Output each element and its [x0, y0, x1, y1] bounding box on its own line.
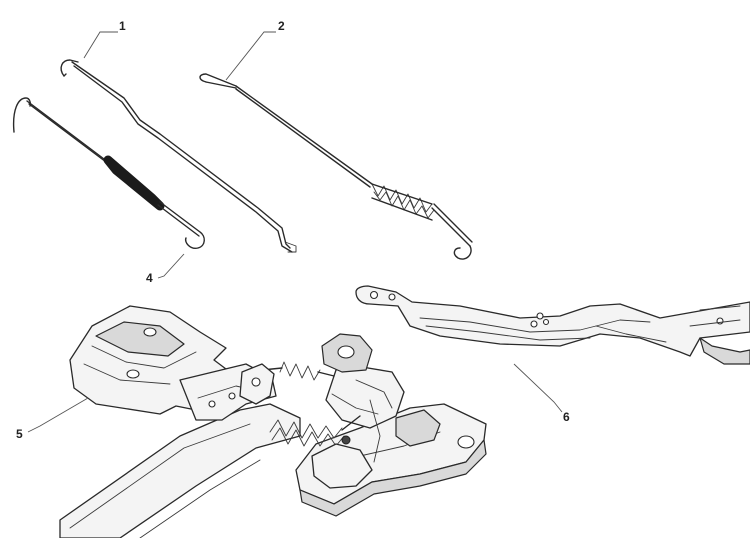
coil-spring	[371, 183, 435, 221]
callout-1: 1	[119, 19, 126, 33]
part-1-rod	[60, 59, 297, 253]
leader-lines	[27, 31, 563, 433]
part-4-spring	[12, 97, 205, 250]
callout-5: 5	[16, 427, 23, 441]
callout-2: 2	[278, 19, 285, 33]
part-2-rod-with-spring	[199, 73, 473, 260]
part-6-arm	[355, 285, 750, 365]
callout-4: 4	[146, 271, 153, 285]
mechanism-spring-lower	[269, 415, 361, 447]
callout-6: 6	[563, 410, 570, 424]
center-mechanism	[239, 333, 487, 517]
